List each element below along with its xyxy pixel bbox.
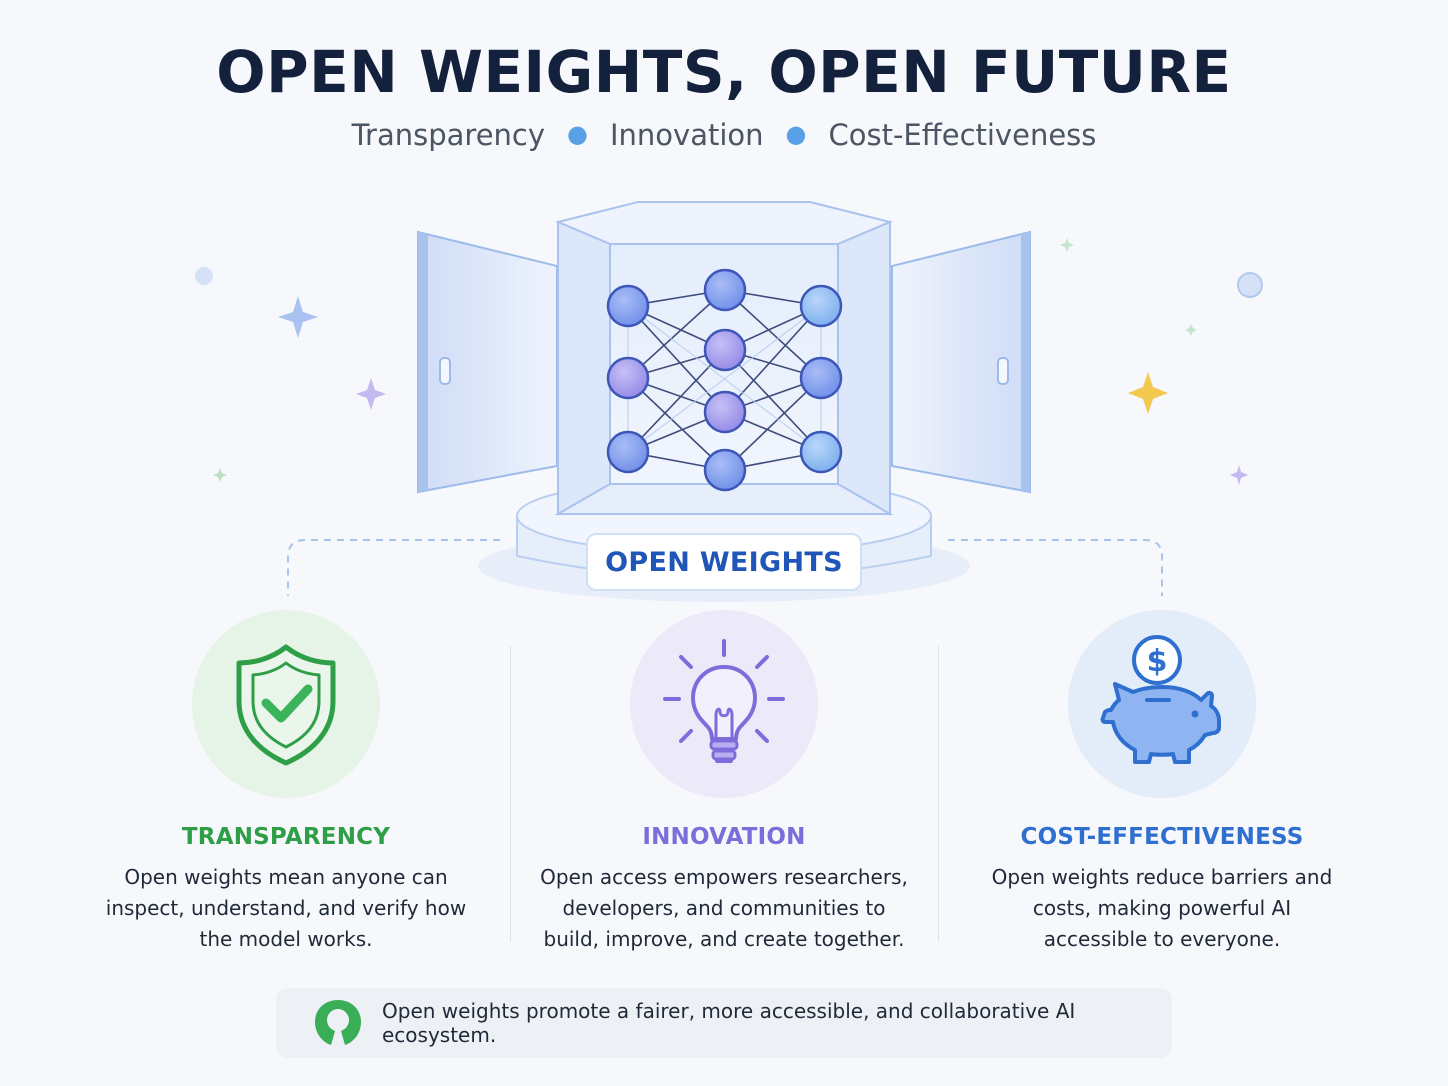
pillar-description: Open weights reduce barriers and costs, … [991, 865, 1333, 951]
pillar-cost-effectiveness: $ COST-EFFECTIVENESS Open weights reduce… [972, 610, 1352, 955]
network-node [799, 284, 843, 328]
divider [510, 646, 511, 942]
pillar-icon-circle [630, 610, 818, 798]
network-node [606, 430, 650, 474]
connector-line-right [948, 539, 1163, 596]
network-node [703, 390, 747, 434]
divider [938, 646, 939, 942]
network-node [703, 268, 747, 312]
shield-check-icon [236, 644, 336, 766]
subtitle-item-innovation: Innovation [609, 118, 764, 152]
network-node [799, 430, 843, 474]
lightbulb-icon [663, 639, 785, 763]
pillar-description: Open access empowers researchers, develo… [540, 865, 908, 951]
open-source-icon [315, 1000, 361, 1045]
subtitle-item-transparency: Transparency [351, 118, 546, 152]
subtitle: Transparency ● Innovation ● Cost-Effectivene… [0, 118, 1448, 152]
network-node [606, 356, 650, 400]
neural-network-nodes [606, 268, 843, 492]
network-node [703, 448, 747, 492]
pillar-title: INNOVATION [642, 824, 806, 850]
pillar-title: TRANSPARENCY [181, 824, 391, 850]
pillar-icon-circle [192, 610, 380, 798]
piggy-bank-icon: $ [1100, 635, 1221, 764]
svg-text:$: $ [1147, 644, 1168, 679]
left-door [417, 230, 558, 494]
pillar-description: Open weights mean anyone can inspect, un… [105, 865, 467, 951]
footer-text: Open weights promote a fairer, more acce… [382, 999, 1076, 1047]
subtitle-item-cost-effectiveness: Cost-Effectiveness [828, 118, 1097, 152]
page-title: OPEN WEIGHTS, OPEN FUTURE [216, 38, 1232, 106]
cabinet-top [554, 201, 894, 245]
network-node [606, 284, 650, 328]
connector-line-left [287, 539, 500, 596]
network-node [799, 356, 843, 400]
open-weights-label: OPEN WEIGHTS [586, 533, 862, 591]
separator-dot-icon: ● [567, 120, 588, 148]
separator-dot-icon: ● [785, 120, 807, 148]
pillar-title: COST-EFFECTIVENESS [1020, 824, 1304, 850]
open-cabinet-illustration [195, 201, 1263, 602]
network-node [703, 328, 747, 372]
sparkle-icon [195, 238, 1263, 485]
pillar-innovation: INNOVATION Open access empowers research… [534, 610, 914, 955]
right-door [891, 230, 1031, 494]
pillar-icon-circle: $ [1068, 610, 1256, 798]
pillar-transparency: TRANSPARENCY Open weights mean anyone ca… [96, 610, 476, 955]
footer-banner: Open weights promote a fairer, more acce… [276, 988, 1172, 1058]
